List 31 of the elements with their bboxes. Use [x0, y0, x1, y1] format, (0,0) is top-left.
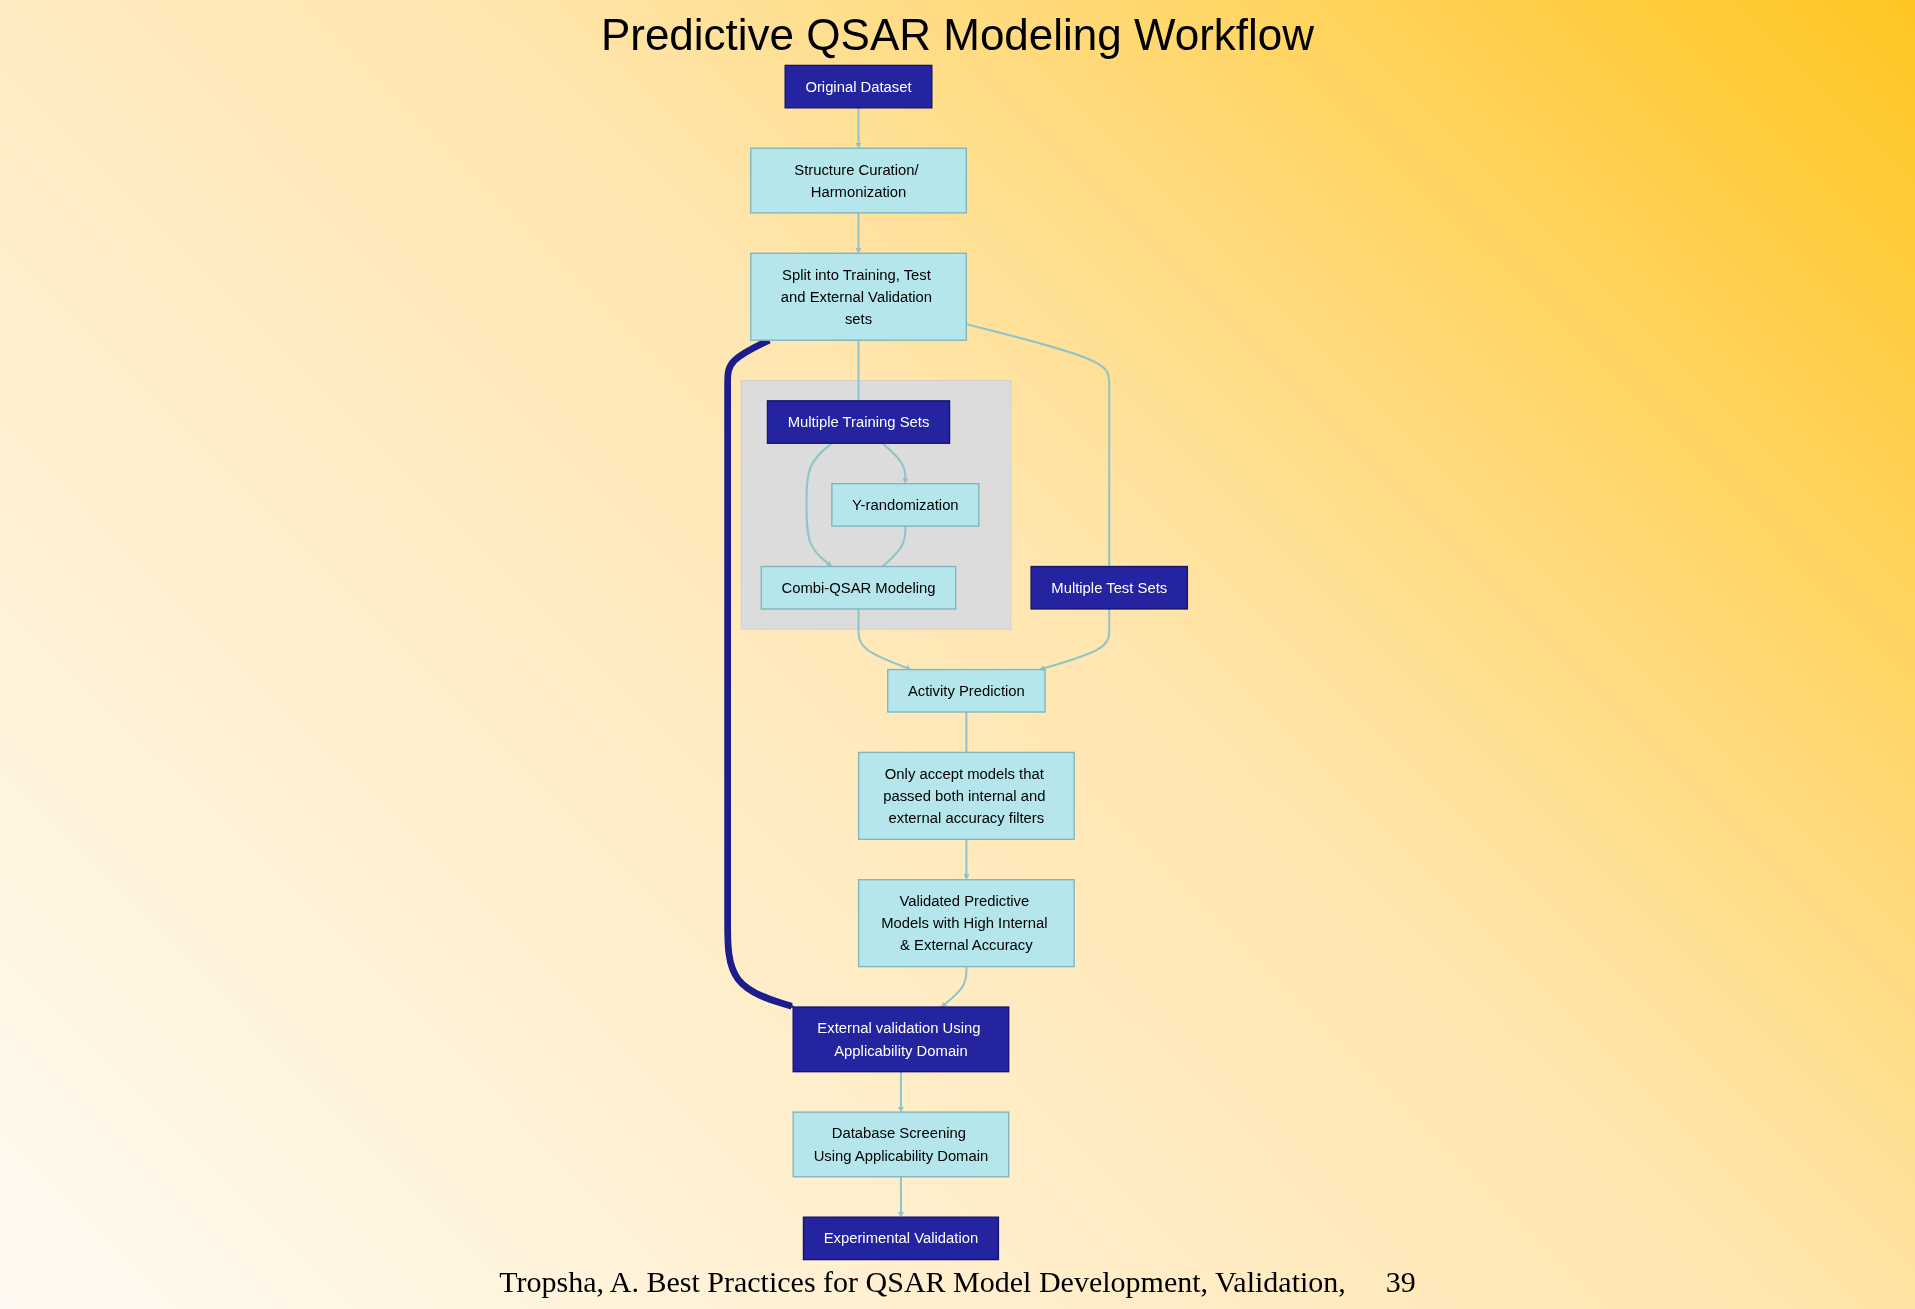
connector [966, 323, 1111, 567]
caption: Tropsha, A. Best Practices for QSAR Model Development, Validation, [499, 1265, 1346, 1299]
node-box: Multiple Test Sets [1030, 565, 1189, 610]
arrow [855, 107, 862, 149]
node-box: External validation Using Applicability Domain [792, 1006, 1010, 1073]
title: Predictive QSAR Modeling Workflow [599, 10, 1316, 60]
arrow [881, 442, 909, 484]
node-box: Experimental Validation [802, 1216, 1000, 1261]
arrow [1039, 608, 1111, 671]
connector [965, 712, 968, 753]
node-box: Validated Predictive Models with High Internal & External Accuracy [857, 879, 1075, 968]
node-box: Split into Training, Test and External Validation sets [750, 252, 967, 341]
arrow [963, 839, 970, 880]
node-box: Only accept models that passed both internal and external accuracy filters [857, 751, 1075, 840]
node-box: Database Screening Using Applicability Domain [792, 1111, 1010, 1178]
arrow [940, 966, 968, 1008]
arrow [898, 1071, 904, 1113]
arrow [898, 1176, 904, 1218]
connector [881, 526, 907, 568]
node-box: Activity Prediction [887, 668, 1046, 713]
node-box: Combi-QSAR Modeling [760, 565, 957, 610]
arrow [805, 442, 833, 567]
node-box: Y-randomization [831, 483, 980, 527]
node-box: Original Dataset [784, 64, 933, 109]
connector [857, 340, 860, 401]
arrow [855, 212, 862, 254]
node-box: Structure Curation/ Harmonization [750, 147, 967, 214]
cluster [740, 380, 1012, 630]
node-box: Multiple Training Sets [766, 400, 951, 444]
page-number: 39 [1385, 1265, 1416, 1298]
arrow [857, 608, 912, 671]
